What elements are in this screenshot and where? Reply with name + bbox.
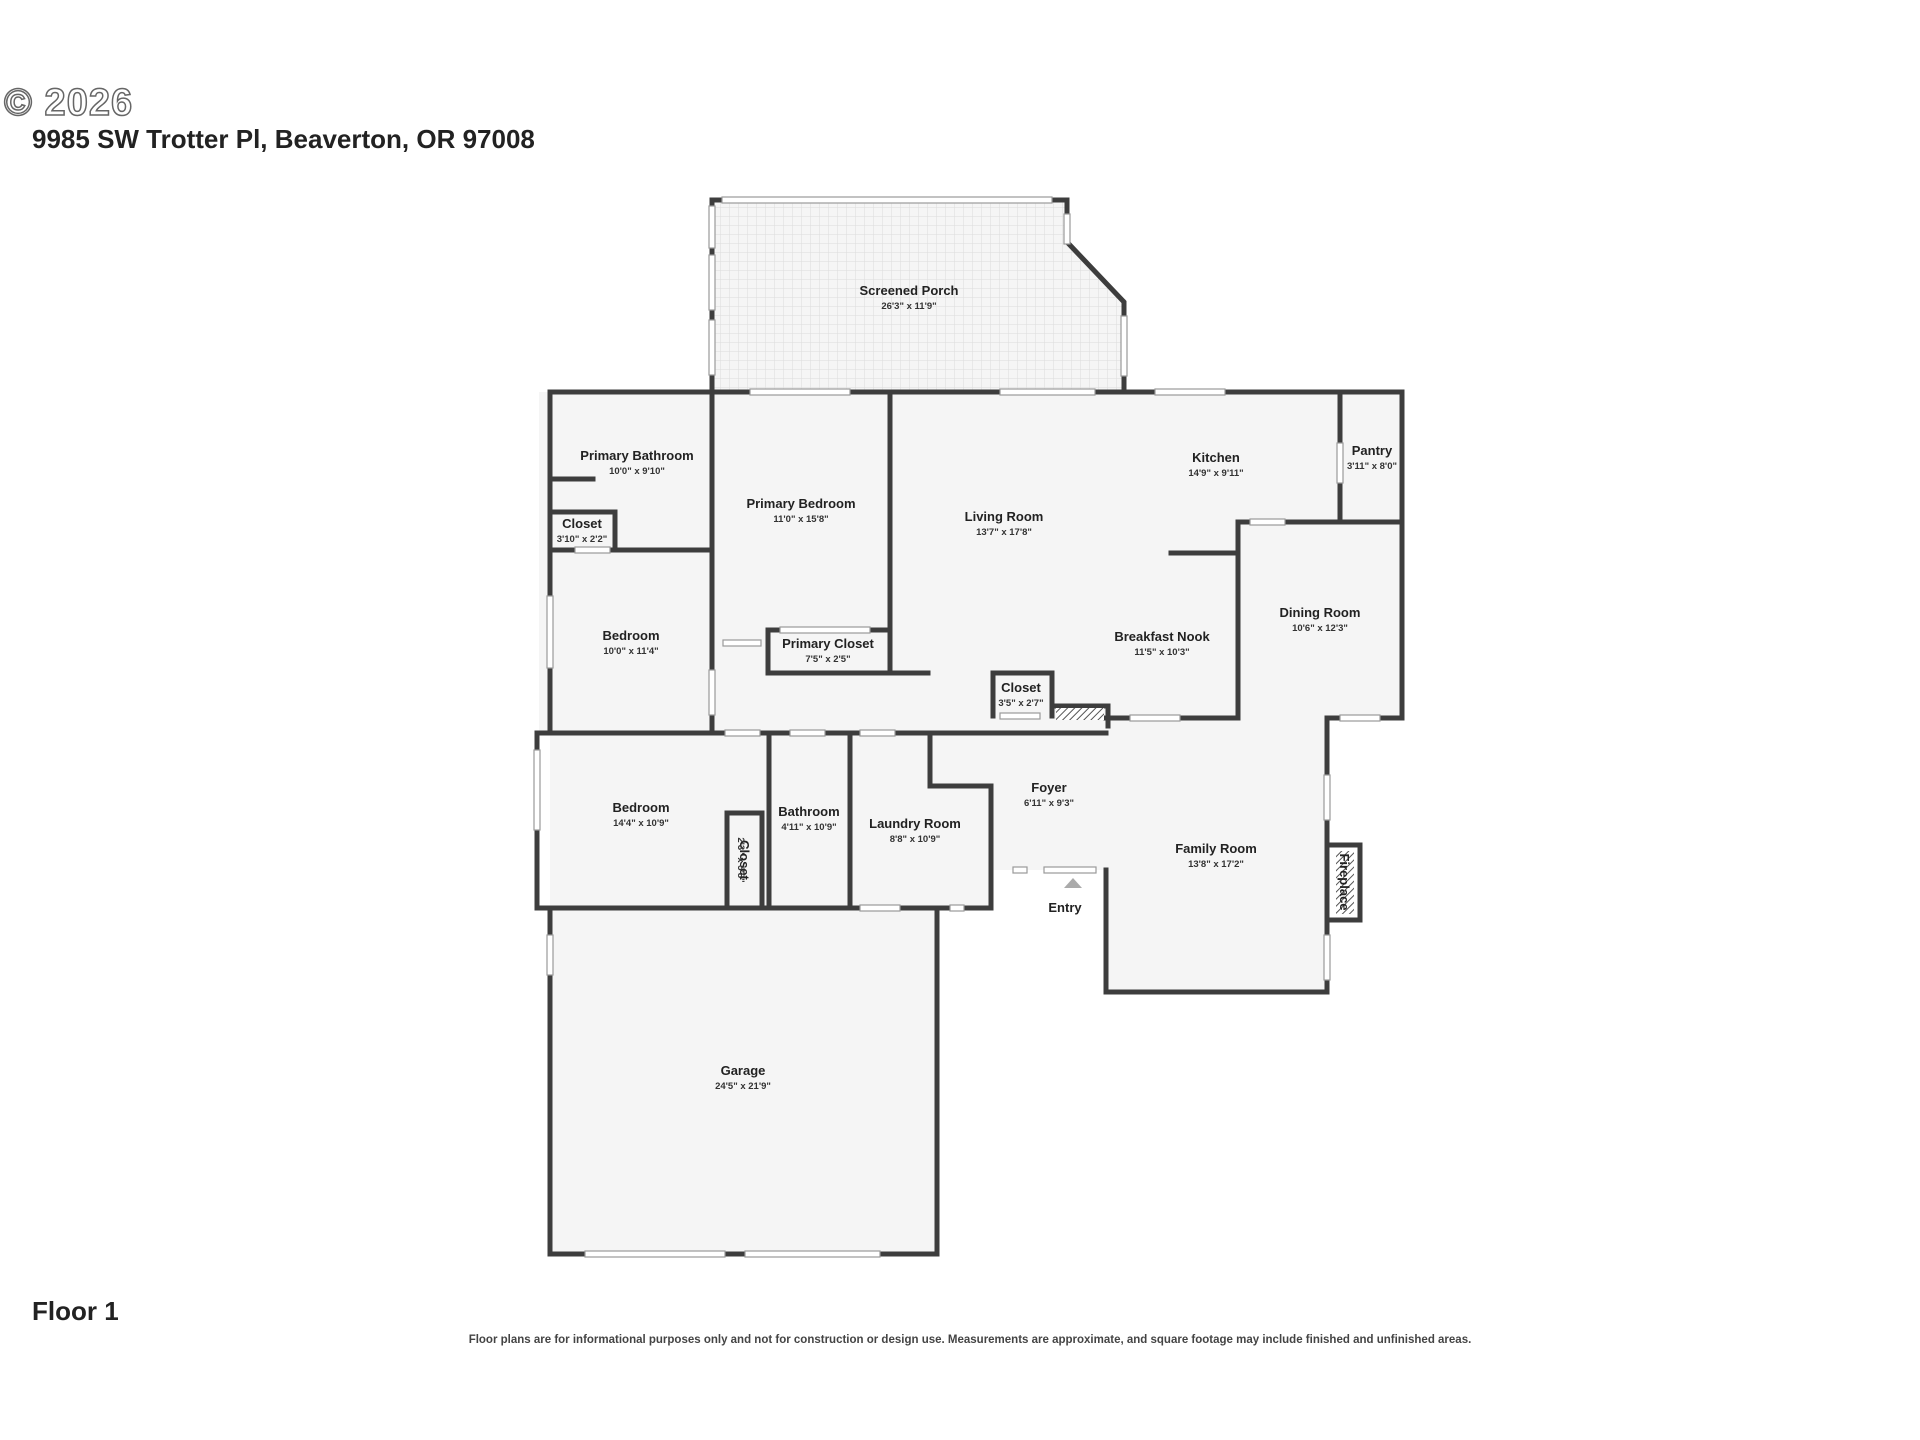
fireplace-hearth	[1336, 851, 1354, 914]
room-name: Closet	[562, 516, 602, 531]
windows	[533, 196, 1381, 1258]
entry-label: Entry	[1048, 900, 1082, 915]
room-dims: 4'11" x 10'9"	[781, 822, 836, 833]
floor-label: Floor 1	[32, 1296, 119, 1326]
room-name: Family Room	[1175, 841, 1257, 856]
room-dims: 10'0" x 11'4"	[603, 646, 658, 657]
room-name: Bedroom	[602, 628, 659, 643]
room-name: Foyer	[1031, 780, 1066, 795]
room-dims: 26'3" x 11'9"	[881, 301, 936, 312]
closet-hatch	[1056, 708, 1104, 720]
room-name: Garage	[721, 1063, 766, 1078]
fireplace-label: Fireplace	[1337, 853, 1352, 910]
room-dims: 8'8" x 10'9"	[890, 834, 941, 845]
room-dims: 14'9" x 9'11"	[1188, 468, 1243, 479]
disclaimer: Floor plans are for informational purpos…	[468, 1334, 1472, 1346]
room-dims: 10'6" x 12'3"	[1292, 623, 1348, 634]
room-dims: 6'11" x 9'3"	[1024, 798, 1074, 809]
room-name: Primary Bedroom	[746, 496, 855, 511]
garage-floor	[550, 908, 937, 1254]
room-name: Laundry Room	[869, 816, 961, 831]
room-dims: 2'3" x 5'8"	[735, 837, 746, 882]
room-dims: 10'0" x 9'10"	[609, 466, 665, 477]
room-name: Bedroom	[612, 800, 669, 815]
floor-fills	[539, 200, 1402, 1254]
room-dims: 24'5" x 21'9"	[715, 1081, 771, 1092]
porch-floor	[712, 200, 1126, 391]
room-dims: 3'5" x 2'7"	[998, 698, 1043, 709]
room-name: Living Room	[965, 509, 1044, 524]
room-dims: 14'4" x 10'9"	[613, 818, 669, 829]
room-name: Bathroom	[778, 804, 839, 819]
room-dims: 3'11" x 8'0"	[1347, 461, 1397, 472]
copyright-watermark: © 2026	[3, 81, 134, 125]
room-dims: 11'0" x 15'8"	[773, 514, 828, 525]
room-labels: Screened Porch 26'3" x 11'9" Primary Bat…	[557, 283, 1397, 1092]
property-address: 9985 SW Trotter Pl, Beaverton, OR 97008	[32, 124, 535, 154]
room-name: Dining Room	[1280, 605, 1361, 620]
room-dims: 7'5" x 2'5"	[805, 654, 850, 665]
room-dims: 11'5" x 10'3"	[1134, 647, 1189, 658]
main-floor	[539, 392, 1402, 992]
room-dims: 13'7" x 17'8"	[976, 527, 1032, 538]
room-name: Pantry	[1352, 443, 1393, 458]
room-dims: 13'8" x 17'2"	[1188, 859, 1244, 870]
room-name: Kitchen	[1192, 450, 1240, 465]
room-name: Closet	[737, 840, 752, 880]
entry-arrow-icon	[1064, 878, 1082, 888]
room-name: Screened Porch	[860, 283, 959, 298]
room-name: Primary Closet	[782, 636, 874, 651]
room-dims: 3'10" x 2'2"	[557, 534, 608, 545]
room-name: Closet	[1001, 680, 1041, 695]
room-name: Primary Bathroom	[580, 448, 693, 463]
room-name: Breakfast Nook	[1114, 629, 1210, 644]
